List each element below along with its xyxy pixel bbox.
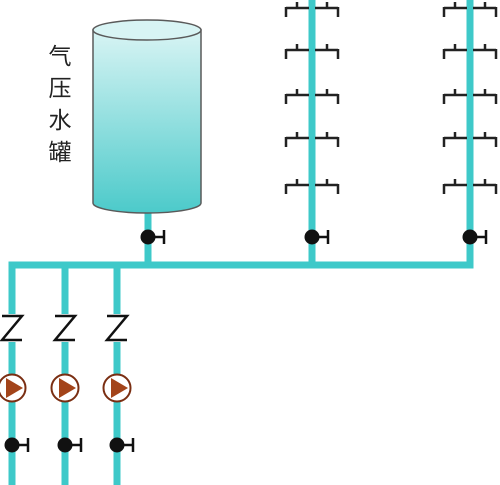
check-valve-symbol [0, 314, 25, 342]
faucet-icon [315, 44, 340, 59]
faucet-icon [442, 89, 467, 104]
faucet-icon [473, 2, 498, 17]
faucet-icon [473, 44, 498, 59]
check-valve-icon [52, 314, 78, 342]
gate-valve-icon [57, 437, 83, 453]
tank-top [92, 19, 202, 41]
tank-label: 气压水罐 [44, 44, 70, 172]
gate-valve-icon [304, 229, 330, 245]
pump-icon [50, 373, 80, 403]
gate-valve-icon [109, 437, 135, 453]
check-valve-icon [0, 314, 25, 342]
check-valve-symbol [104, 314, 130, 342]
faucet-icon [284, 89, 309, 104]
tank-body [92, 29, 202, 214]
valve-body [4, 437, 20, 453]
gate-valve-icon [140, 229, 166, 245]
pump-arrow [111, 378, 128, 398]
faucet-icon [315, 2, 340, 17]
pump-arrow [59, 378, 76, 398]
faucet-icon [442, 179, 467, 194]
gate-valve-icon [4, 437, 30, 453]
pressure-tank-icon [92, 19, 202, 214]
valve-body [140, 229, 156, 245]
pump-icon [0, 373, 27, 403]
pipe-network [8, 0, 474, 485]
gate-valve-icon [462, 229, 488, 245]
faucet-icon [284, 132, 309, 147]
faucet-icon [473, 132, 498, 147]
valve-body [109, 437, 125, 453]
valve-body [57, 437, 73, 453]
main-pipe [8, 0, 474, 485]
faucet-icon [442, 132, 467, 147]
faucet-icon [473, 89, 498, 104]
pump-arrow [6, 378, 23, 398]
valve-body [462, 229, 478, 245]
faucet-icon [315, 132, 340, 147]
faucet-icon [315, 179, 340, 194]
faucet-icon [442, 2, 467, 17]
faucet-icon [284, 2, 309, 17]
faucet-icon [473, 179, 498, 194]
fixtures-layer [0, 2, 498, 453]
faucet-icon [284, 44, 309, 59]
check-valve-icon [104, 314, 130, 342]
valve-body [304, 229, 320, 245]
check-valve-symbol [52, 314, 78, 342]
faucet-icon [442, 44, 467, 59]
faucet-icon [284, 179, 309, 194]
faucet-icon [315, 89, 340, 104]
pump-icon [102, 373, 132, 403]
